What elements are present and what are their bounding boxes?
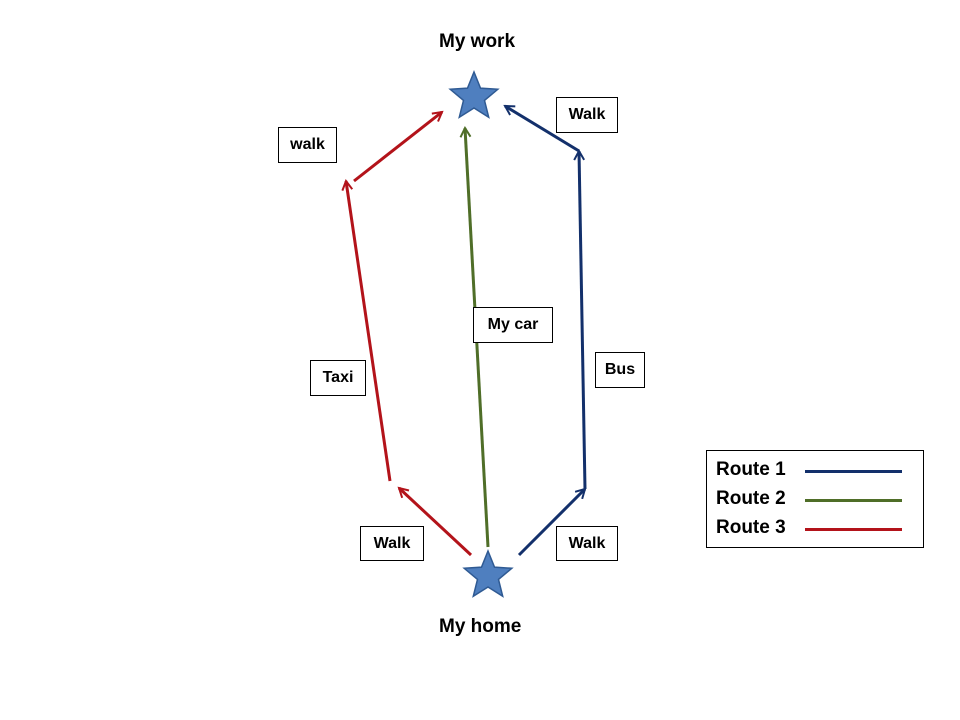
route1-bus-arrow bbox=[579, 151, 587, 490]
route3-taxi-label: Taxi bbox=[310, 360, 366, 396]
route3-walk-end-label: walk bbox=[278, 127, 337, 163]
legend: Route 1 Route 2 Route 3 bbox=[706, 450, 924, 548]
legend-swatch-line bbox=[805, 499, 902, 502]
route1-walk-start-arrow bbox=[517, 489, 585, 557]
route3-walk-end-arrow bbox=[353, 112, 442, 183]
legend-swatch-line bbox=[805, 470, 902, 473]
home-star-icon bbox=[462, 548, 514, 598]
legend-label: Route 1 bbox=[716, 459, 786, 480]
work-star-icon bbox=[448, 69, 500, 119]
route3-walk-start-label: Walk bbox=[360, 526, 424, 561]
route2-car-label: My car bbox=[473, 307, 553, 343]
legend-item-route1: Route 1 bbox=[716, 459, 916, 483]
legend-item-route3: Route 3 bbox=[716, 517, 916, 541]
route1-walk-end-arrow bbox=[505, 104, 580, 153]
work-title: My work bbox=[439, 31, 516, 52]
route3-taxi-arrow bbox=[346, 181, 392, 482]
legend-label: Route 2 bbox=[716, 488, 786, 509]
legend-item-route2: Route 2 bbox=[716, 488, 916, 512]
legend-swatch-line bbox=[805, 528, 902, 531]
route1-walk-end-label: Walk bbox=[556, 97, 618, 133]
route3-walk-start-arrow bbox=[399, 488, 473, 557]
legend-label: Route 3 bbox=[716, 517, 786, 538]
route1-bus-label: Bus bbox=[595, 352, 645, 388]
home-title: My home bbox=[439, 616, 522, 637]
route1-walk-start-label: Walk bbox=[556, 526, 618, 561]
